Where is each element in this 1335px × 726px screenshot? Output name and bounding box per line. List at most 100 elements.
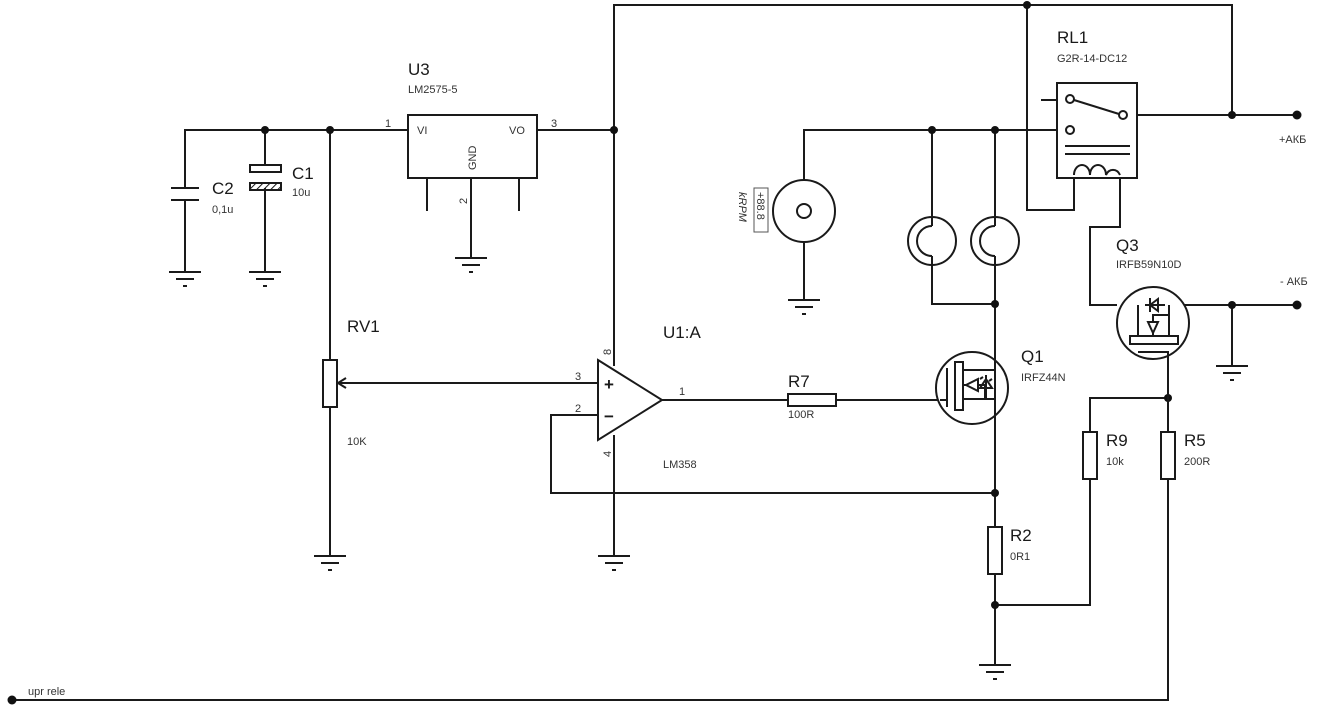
- ground-icon: [598, 555, 630, 571]
- ground-icon: [455, 257, 487, 273]
- opamp-u1a[interactable]: + − U1:A LM358 3 2 1 8 4: [575, 323, 701, 471]
- capacitor-c1[interactable]: C1 10u: [249, 164, 314, 199]
- terminal-label: - АКБ: [1280, 276, 1308, 288]
- junctions: [261, 1, 1236, 609]
- junction: [991, 489, 999, 497]
- pin-number: 3: [575, 371, 581, 383]
- contact-nc: [1065, 94, 1075, 104]
- component-value: 10k: [1106, 456, 1124, 468]
- terminal-relay-ctrl[interactable]: upr rele: [7, 686, 66, 705]
- capacitor-icon: [171, 187, 199, 201]
- switch-arm-icon: [1073, 99, 1120, 115]
- relay-rl1[interactable]: RL1 G2R-14-DC12: [1056, 28, 1138, 179]
- ground-icon: [1216, 365, 1248, 381]
- mosfet-q1[interactable]: Q1 IRFZ44N: [935, 347, 1066, 425]
- component-ref: RL1: [1057, 28, 1088, 47]
- resistor-body: [987, 526, 1003, 575]
- potentiometer-rv1[interactable]: RV1 10K: [322, 317, 380, 448]
- junction: [991, 300, 999, 308]
- wire-lamp1-bottom: [931, 263, 996, 305]
- gate-lead: [940, 368, 948, 407]
- body-diode-icon: [978, 375, 994, 399]
- wire-lamp-net: [803, 129, 1071, 181]
- junction: [928, 126, 936, 134]
- component-value: IRFZ44N: [1021, 372, 1066, 384]
- contact-no: [1065, 125, 1075, 135]
- pin-number: 3: [551, 118, 557, 130]
- component-value: LM2575-5: [408, 84, 458, 96]
- resistor-r2[interactable]: R2 0R1: [987, 526, 1032, 575]
- resistor-r9[interactable]: R9 10k: [1082, 431, 1128, 480]
- component-ref: RV1: [347, 317, 380, 336]
- component-value: LM358: [663, 459, 697, 471]
- resistor-r5[interactable]: R5 200R: [1160, 431, 1210, 480]
- terminal-label: upr rele: [28, 686, 65, 698]
- gauge-center: [796, 203, 812, 219]
- pin-number: 1: [385, 118, 391, 130]
- resistor-body: [1160, 431, 1176, 480]
- pin-label-vo: VO: [509, 125, 525, 137]
- wire-top-rail: [613, 4, 1233, 131]
- component-ref: U1:A: [663, 323, 701, 342]
- resistor-body: [322, 359, 338, 408]
- junction: [991, 601, 999, 609]
- regulator-u3[interactable]: U3 LM2575-5 VI VO GND 1 3 2: [385, 60, 557, 204]
- lamp-filament: [916, 225, 933, 257]
- grounds: [169, 257, 1248, 680]
- junction: [261, 126, 269, 134]
- ic-body: [407, 114, 538, 179]
- junction: [1228, 301, 1236, 309]
- ground-icon: [788, 299, 820, 315]
- component-ref: Q3: [1116, 236, 1139, 255]
- component-value: IRFB59N10D: [1116, 259, 1181, 271]
- terminal-dot[interactable]: [1292, 300, 1302, 310]
- capacitor-plate-negative: [249, 182, 282, 191]
- component-value: 0,1u: [212, 204, 233, 216]
- component-ref: C2: [212, 179, 234, 198]
- terminal-bat-plus[interactable]: +АКБ: [1279, 110, 1306, 147]
- pin-number: 8: [602, 349, 614, 355]
- wire-relay-coil-b: [1089, 174, 1121, 306]
- pin-number: 1: [679, 386, 685, 398]
- component-ref: R7: [788, 372, 810, 391]
- resistor-r7[interactable]: R7 100R: [787, 372, 837, 421]
- lamp-2[interactable]: [970, 216, 1020, 266]
- junction: [610, 126, 618, 134]
- gauge-display-value: +88.8: [754, 192, 766, 220]
- lamp-1[interactable]: [907, 216, 957, 266]
- component-ref: R9: [1106, 431, 1128, 450]
- relay-core: [1065, 145, 1130, 155]
- lamp-filament: [979, 225, 996, 257]
- component-value: 10u: [292, 187, 310, 199]
- body-arrow-icon: [1146, 321, 1160, 336]
- pin-number: 2: [458, 198, 470, 204]
- pin-number: 2: [575, 403, 581, 415]
- channel-bar: [954, 361, 964, 411]
- terminal-dot[interactable]: [1292, 110, 1302, 120]
- terminal-bat-minus[interactable]: - АКБ: [1280, 276, 1308, 310]
- component-ref: Q1: [1021, 347, 1044, 366]
- tachometer-m1[interactable]: +88.8 kRPM: [736, 179, 836, 243]
- component-ref: R2: [1010, 526, 1032, 545]
- terminal-dot[interactable]: [7, 695, 17, 705]
- coil-icon: [1073, 164, 1121, 176]
- resistor-body: [1082, 431, 1098, 480]
- component-value: 0R1: [1010, 551, 1030, 563]
- component-value: 100R: [788, 409, 814, 421]
- ground-icon: [169, 271, 201, 287]
- wire-feedback: [550, 414, 996, 494]
- component-value: G2R-14-DC12: [1057, 53, 1127, 65]
- pin-label-minus: −: [604, 407, 614, 426]
- ground-icon: [249, 271, 281, 287]
- resistor-body: [787, 393, 837, 407]
- component-ref: R5: [1184, 431, 1206, 450]
- body-arrow-icon: [963, 377, 979, 393]
- body-diode-icon: [1145, 297, 1165, 313]
- wiper-arrow-icon: [337, 377, 347, 389]
- terminal-label: +АКБ: [1279, 134, 1306, 146]
- opamp-triangle-icon: [597, 358, 664, 442]
- wire-relay-coil-a: [1026, 4, 1075, 211]
- capacitor-c2[interactable]: C2 0,1u: [171, 179, 234, 216]
- junction: [326, 126, 334, 134]
